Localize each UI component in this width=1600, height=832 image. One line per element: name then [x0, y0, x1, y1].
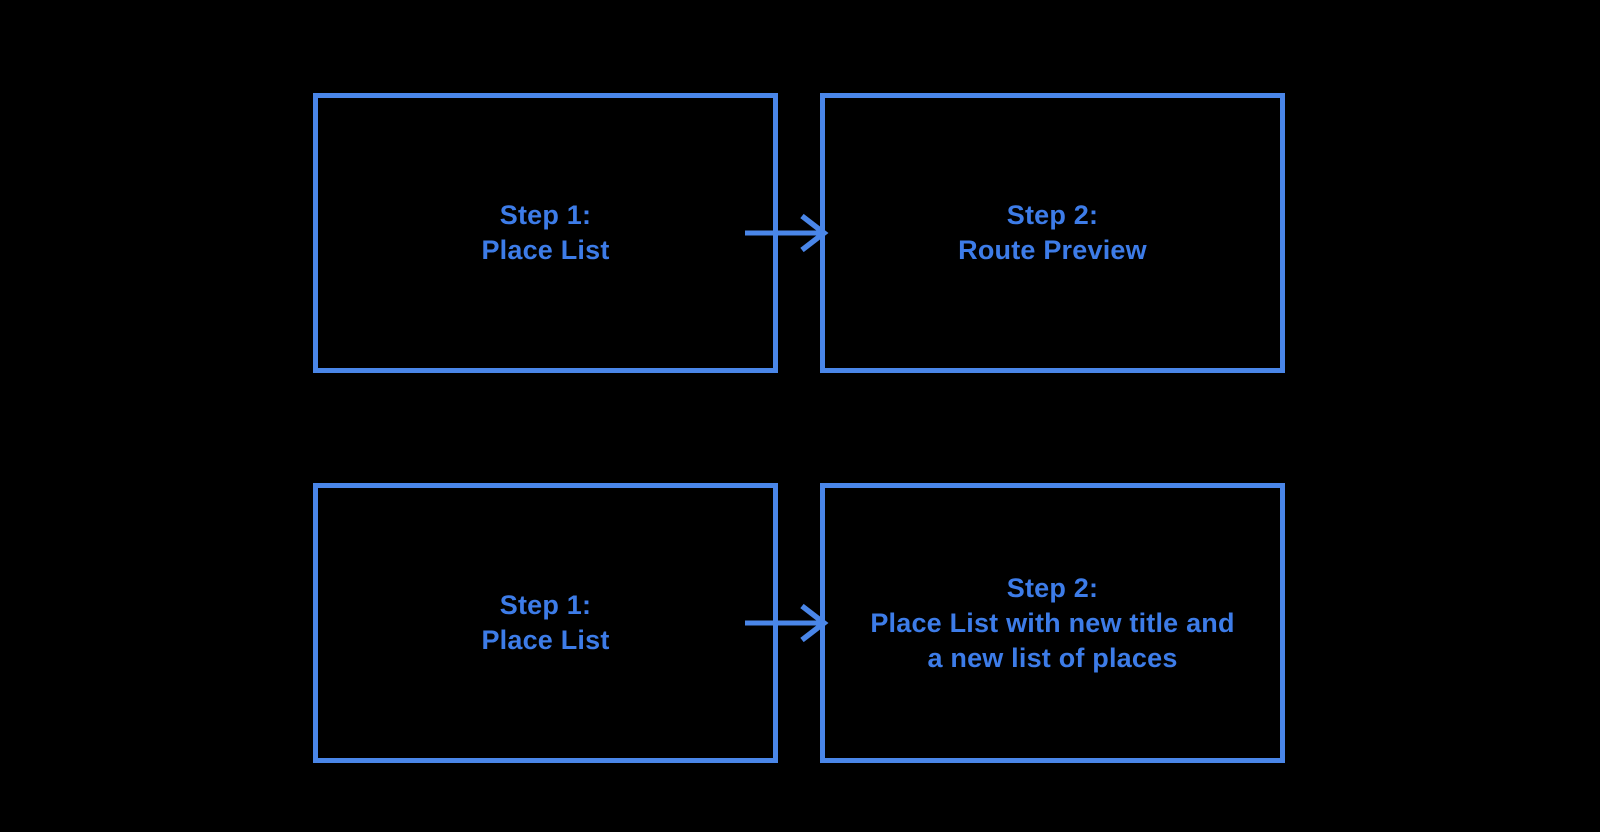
- flow-box-row2-step1-place-list: Step 1: Place List: [313, 483, 778, 763]
- flow-box-row2-step2-new-place-list: Step 2: Place List with new title and a …: [820, 483, 1285, 763]
- flow-box-row1-step1-place-list: Step 1: Place List: [313, 93, 778, 373]
- box-label-row1-step1: Step 1: Place List: [481, 200, 610, 265]
- right-arrow-icon: [745, 213, 829, 253]
- box-label-row2-step2: Step 2: Place List with new title and a …: [870, 572, 1235, 673]
- right-arrow-icon: [745, 603, 829, 643]
- box-label-row1-step2: Step 2: Route Preview: [958, 200, 1147, 265]
- box-label-row2-step1: Step 1: Place List: [481, 590, 610, 655]
- flow-box-row1-step2-route-preview: Step 2: Route Preview: [820, 93, 1285, 373]
